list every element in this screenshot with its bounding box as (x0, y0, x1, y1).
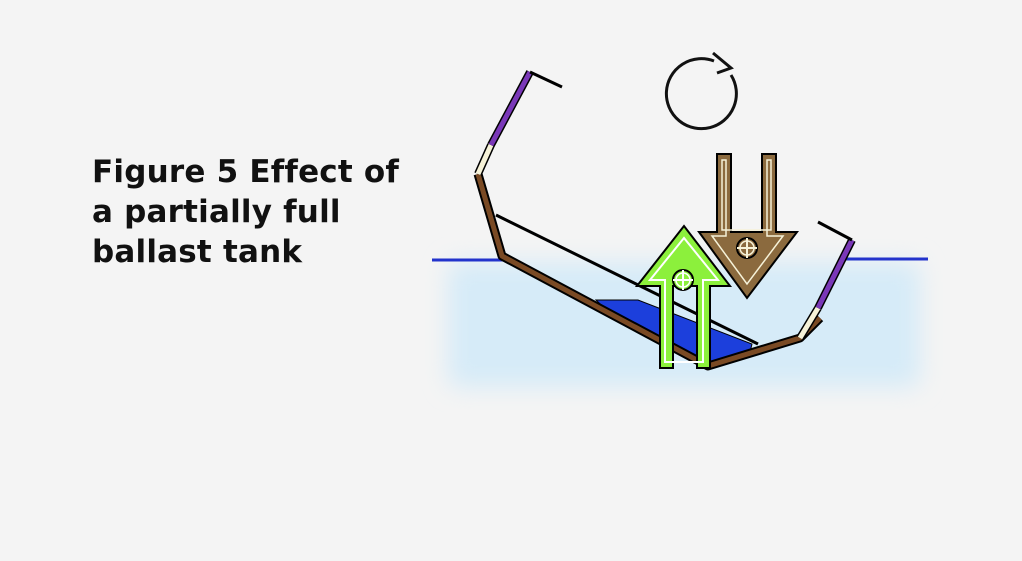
caption-line-1: Figure 5 Effect of (92, 154, 400, 190)
caption-line-3: ballast tank (92, 234, 303, 270)
ballast-tank-top (495, 213, 759, 346)
figure-caption: Figure 5 Effect of a partially full ball… (92, 152, 422, 272)
weight-arrow (697, 153, 800, 300)
caption-line-2: a partially full (92, 194, 341, 230)
center-of-gravity-icon (736, 237, 758, 259)
clockwise-rotation-icon (664, 51, 738, 131)
buoyancy-arrow (634, 224, 733, 369)
center-of-buoyancy-icon (672, 269, 694, 291)
